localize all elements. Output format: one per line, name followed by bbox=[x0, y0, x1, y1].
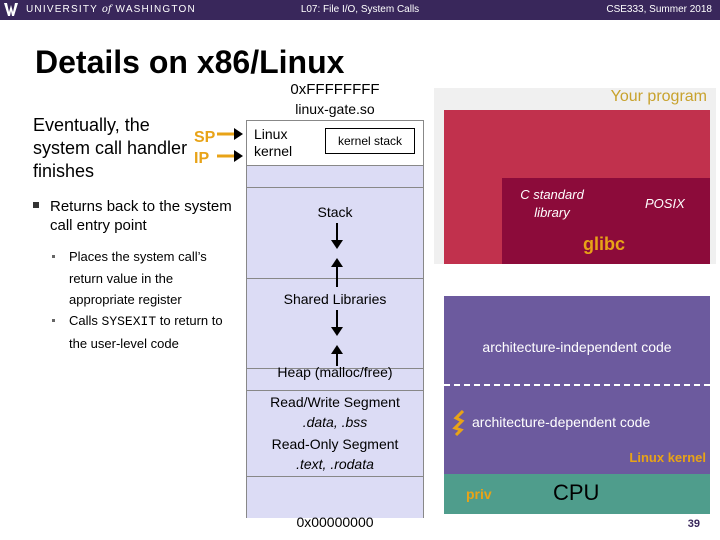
priv-label: priv bbox=[466, 486, 492, 502]
subbullet-marker bbox=[52, 319, 55, 322]
sp-register-label: SP bbox=[194, 129, 216, 146]
guard-region bbox=[247, 166, 423, 187]
shared-lib-line bbox=[336, 310, 338, 330]
your-program-label: Your program bbox=[610, 88, 707, 105]
arrow-up-icon bbox=[331, 345, 343, 354]
stack-label: Stack bbox=[317, 204, 353, 220]
address-bottom: 0x00000000 bbox=[296, 514, 374, 530]
subbullet-item: Calls SYSEXIT to return to the user-leve… bbox=[52, 310, 237, 354]
lightning-bolt-icon bbox=[452, 410, 465, 436]
arrow-right-icon bbox=[217, 128, 243, 140]
linux-gate-label: linux-gate.so bbox=[295, 101, 375, 117]
glibc-panel bbox=[502, 178, 710, 264]
arrow-right-icon bbox=[217, 150, 243, 162]
intro-line: finishes bbox=[33, 161, 95, 181]
bottom-region bbox=[247, 477, 423, 518]
university-name: UNIVERSITY of WASHINGTON bbox=[26, 4, 196, 15]
arrow-down-icon bbox=[331, 327, 343, 336]
slide-title: Details on x86/Linux bbox=[35, 44, 345, 80]
ro-segment-label: Read-Only Segment.text, .rodata bbox=[271, 436, 399, 472]
subbullet-item: Places the system call’s return value in… bbox=[52, 246, 237, 311]
page-number: 39 bbox=[687, 518, 700, 530]
dashed-divider bbox=[444, 384, 710, 386]
intro-line: system call handler bbox=[33, 138, 188, 158]
bullet-item: Returns back to the system call entry po… bbox=[33, 197, 233, 235]
arrow-down-icon bbox=[331, 240, 343, 249]
intro-line: Eventually, the bbox=[33, 115, 150, 135]
course-label: CSE333, Summer 2018 bbox=[606, 4, 712, 15]
bullet-text: Returns back to the system call entry po… bbox=[50, 198, 232, 234]
shared-lib-line bbox=[336, 263, 338, 287]
address-top: 0xFFFFFFFF bbox=[290, 81, 380, 98]
subbullet-marker bbox=[52, 255, 55, 258]
shared-libraries-label: Shared Libraries bbox=[283, 291, 387, 307]
kernel-stack-box: kernel stack bbox=[325, 128, 415, 154]
arch-independent-label: architecture-independent code bbox=[482, 339, 672, 355]
linux-kernel-label: Linux kernel bbox=[629, 450, 706, 465]
header-bar: UNIVERSITY of WASHINGTON L07: File I/O, … bbox=[0, 0, 720, 20]
cpu-panel bbox=[444, 474, 710, 514]
w-logo-icon bbox=[4, 3, 18, 16]
bullet-marker bbox=[33, 202, 39, 208]
lecture-title: L07: File I/O, System Calls bbox=[300, 4, 420, 15]
heap-region bbox=[247, 369, 423, 390]
glibc-label: glibc bbox=[583, 234, 626, 254]
posix-label: POSIX bbox=[645, 196, 685, 211]
subbullet-text: Places the system call’s return value in… bbox=[69, 249, 207, 307]
heap-growth-line bbox=[336, 352, 338, 366]
stack-growth-line bbox=[336, 223, 338, 243]
code-sysexit: SYSEXIT bbox=[101, 314, 157, 329]
arrow-up-icon bbox=[331, 258, 343, 267]
arch-dependent-label: architecture-dependent code bbox=[472, 414, 651, 430]
cpu-label: CPU bbox=[553, 480, 600, 505]
ip-register-label: IP bbox=[194, 150, 210, 167]
data-segments-region bbox=[247, 391, 423, 476]
heap-label: Heap (malloc/free) bbox=[277, 364, 393, 380]
rw-segment-label: Read/Write Segment.data, .bss bbox=[270, 394, 400, 430]
subbullet-text: Calls SYSEXIT to return to the user-leve… bbox=[69, 313, 223, 351]
